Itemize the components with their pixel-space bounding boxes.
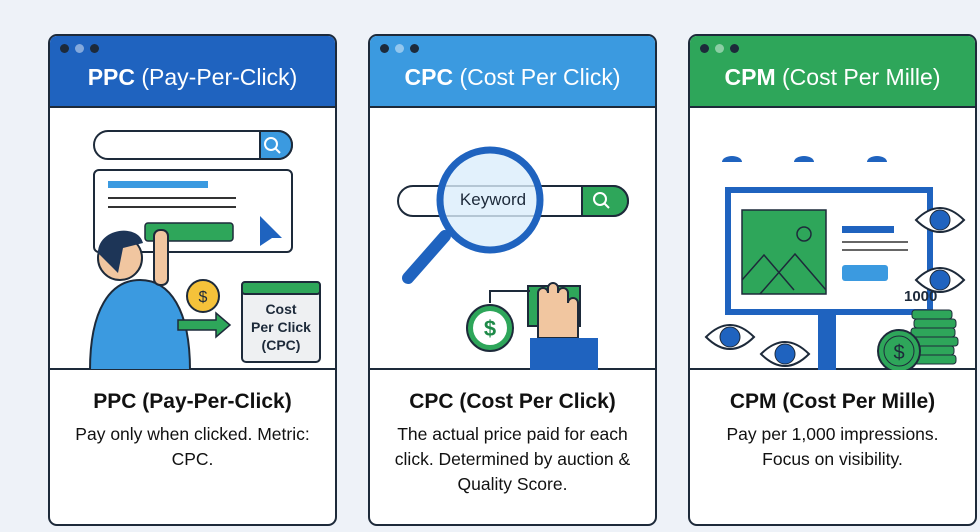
svg-text:$: $ — [893, 342, 904, 364]
svg-text:$: $ — [484, 316, 496, 341]
cpm-illustration: $ 1000 — [690, 108, 975, 370]
cpc-illustration: $ Keyword — [370, 108, 655, 370]
search-click-illustration: $ — [88, 130, 321, 370]
svg-text:$: $ — [199, 289, 208, 306]
ppc-description: Pay only when clicked. Metric: CPC. — [75, 424, 310, 469]
window-dots-icon — [60, 44, 99, 53]
cpm-description: Pay per 1,000 impressions. Focus on visi… — [726, 424, 939, 469]
cpc-title: CPC (Cost Per Click) — [404, 64, 621, 90]
ppc-title: PPC (Pay-Per-Click) — [87, 64, 298, 90]
cpc-description: The actual price paid for each click. De… — [394, 424, 631, 494]
cpm-header: CPM (Cost Per Mille) — [690, 36, 975, 108]
cpm-heading: CPM (Cost Per Mille) — [729, 390, 936, 413]
impressions-count-label: 1000 — [904, 288, 938, 305]
cpm-title: CPM (Cost Per Mille) — [724, 64, 941, 90]
magnifier-keyword-illustration: $ — [397, 146, 629, 370]
cpc-heading: CPC (Cost Per Click) — [409, 390, 616, 413]
ppc-header: PPC (Pay-Per-Click) — [50, 36, 335, 108]
ppc-heading: PPC (Pay-Per-Click) — [93, 390, 292, 413]
keyword-search-text: Keyword — [459, 190, 527, 209]
window-dots-icon — [380, 44, 419, 53]
billboard-illustration: $ — [704, 156, 966, 370]
cpc-card: CPC (Cost Per Click) $ Keyword CPC (Cost… — [368, 34, 657, 526]
window-dots-icon — [700, 44, 739, 53]
cpm-card: CPM (Cost Per Mille) $ 1000 CPM (Cost Pe… — [688, 34, 977, 526]
cpc-header: CPC (Cost Per Click) — [370, 36, 655, 108]
